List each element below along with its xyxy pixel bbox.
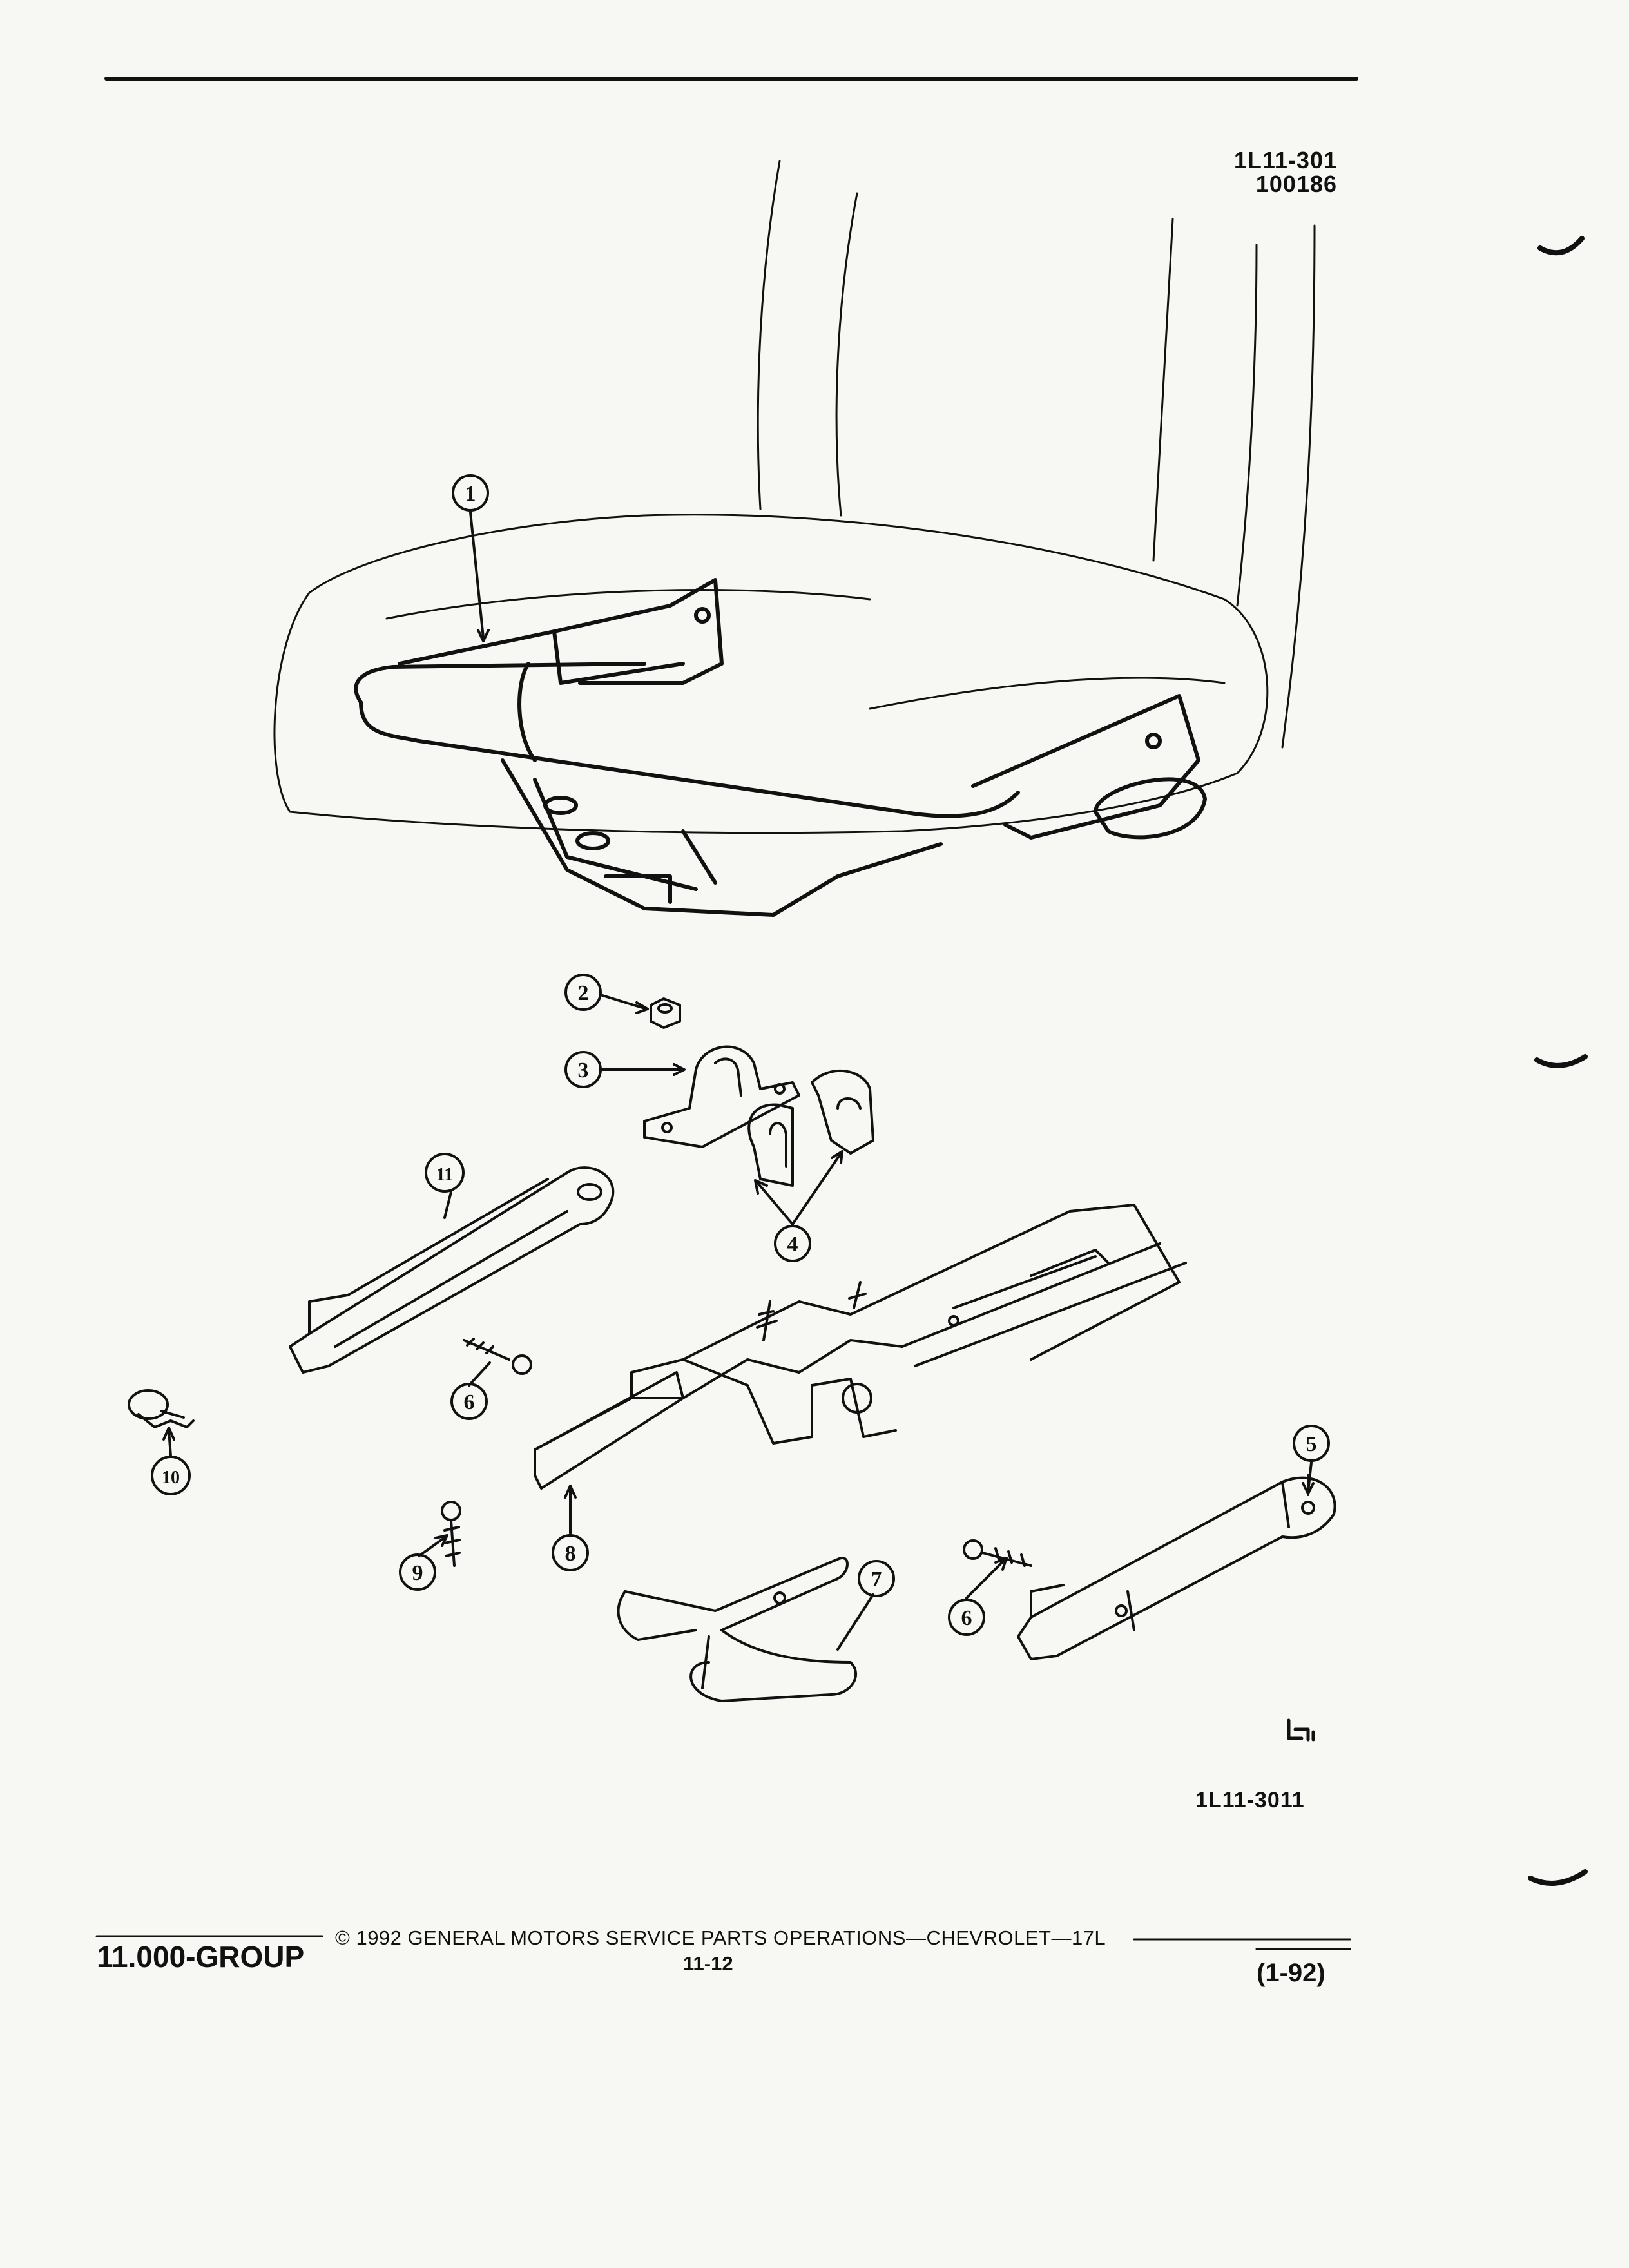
slide-rail-part-11 bbox=[289, 1166, 615, 1374]
binder-mark-bottom bbox=[1528, 1869, 1588, 1886]
svg-text:9: 9 bbox=[412, 1561, 423, 1585]
svg-text:4: 4 bbox=[787, 1233, 798, 1256]
callout-8: 8 bbox=[552, 1534, 589, 1571]
svg-text:7: 7 bbox=[871, 1568, 882, 1591]
svg-text:11: 11 bbox=[436, 1165, 453, 1185]
callout-4: 4 bbox=[774, 1225, 811, 1262]
bushing-pair-part-4 bbox=[747, 1069, 874, 1187]
svg-text:5: 5 bbox=[1306, 1432, 1317, 1456]
seat-track-assembly-part-8 bbox=[534, 1204, 1187, 1490]
screw-part-9 bbox=[441, 1501, 461, 1567]
callout-2: 2 bbox=[564, 974, 602, 1011]
svg-text:2: 2 bbox=[578, 981, 589, 1005]
callout-7: 7 bbox=[858, 1560, 895, 1597]
slide-rail-part-5 bbox=[1017, 1474, 1336, 1660]
callout-9: 9 bbox=[399, 1553, 436, 1591]
small-logo-mark-icon bbox=[1287, 1718, 1315, 1742]
binder-mark-middle bbox=[1534, 1054, 1588, 1068]
seat-assembly-outline bbox=[273, 160, 1316, 834]
svg-text:6: 6 bbox=[961, 1606, 972, 1630]
svg-text:6: 6 bbox=[464, 1390, 475, 1414]
illustration-number: 100186 bbox=[1255, 171, 1337, 197]
callout-6-right: 6 bbox=[948, 1599, 985, 1636]
callout-11: 11 bbox=[425, 1153, 465, 1193]
footer-page-number: 11-12 bbox=[683, 1952, 733, 1975]
callout-leaders bbox=[162, 511, 1315, 1651]
screw-part-6-left bbox=[463, 1338, 532, 1375]
callout-6-left: 6 bbox=[450, 1383, 488, 1420]
strap-bracket-part-3 bbox=[643, 1045, 800, 1148]
svg-text:8: 8 bbox=[565, 1542, 576, 1566]
svg-text:3: 3 bbox=[578, 1059, 589, 1082]
footer-group-label: 11.000-GROUP bbox=[97, 1940, 305, 1974]
release-handle-part-7 bbox=[617, 1557, 858, 1702]
binder-mark-top bbox=[1537, 236, 1585, 256]
footer-revision-date: (1-92) bbox=[1257, 1959, 1325, 1987]
hex-nut-part-2 bbox=[650, 997, 681, 1029]
figure-code: 1L11-3011 bbox=[1195, 1788, 1305, 1812]
bolt-part-10 bbox=[128, 1389, 195, 1428]
illustration-code: 1L11-301 bbox=[1233, 147, 1337, 173]
callout-10: 10 bbox=[151, 1456, 191, 1495]
callout-3: 3 bbox=[564, 1051, 602, 1088]
svg-text:10: 10 bbox=[162, 1468, 180, 1488]
svg-text:1: 1 bbox=[465, 482, 476, 506]
footer-copyright: © 1992 GENERAL MOTORS SERVICE PARTS OPER… bbox=[335, 1927, 1106, 1949]
callout-5: 5 bbox=[1293, 1425, 1330, 1462]
callout-1: 1 bbox=[452, 474, 489, 512]
seat-adjuster-frame-part-1 bbox=[354, 578, 1207, 917]
callout-circles: 1 2 3 4 5 6 6 7 8 9 10 11 bbox=[151, 474, 1330, 1636]
